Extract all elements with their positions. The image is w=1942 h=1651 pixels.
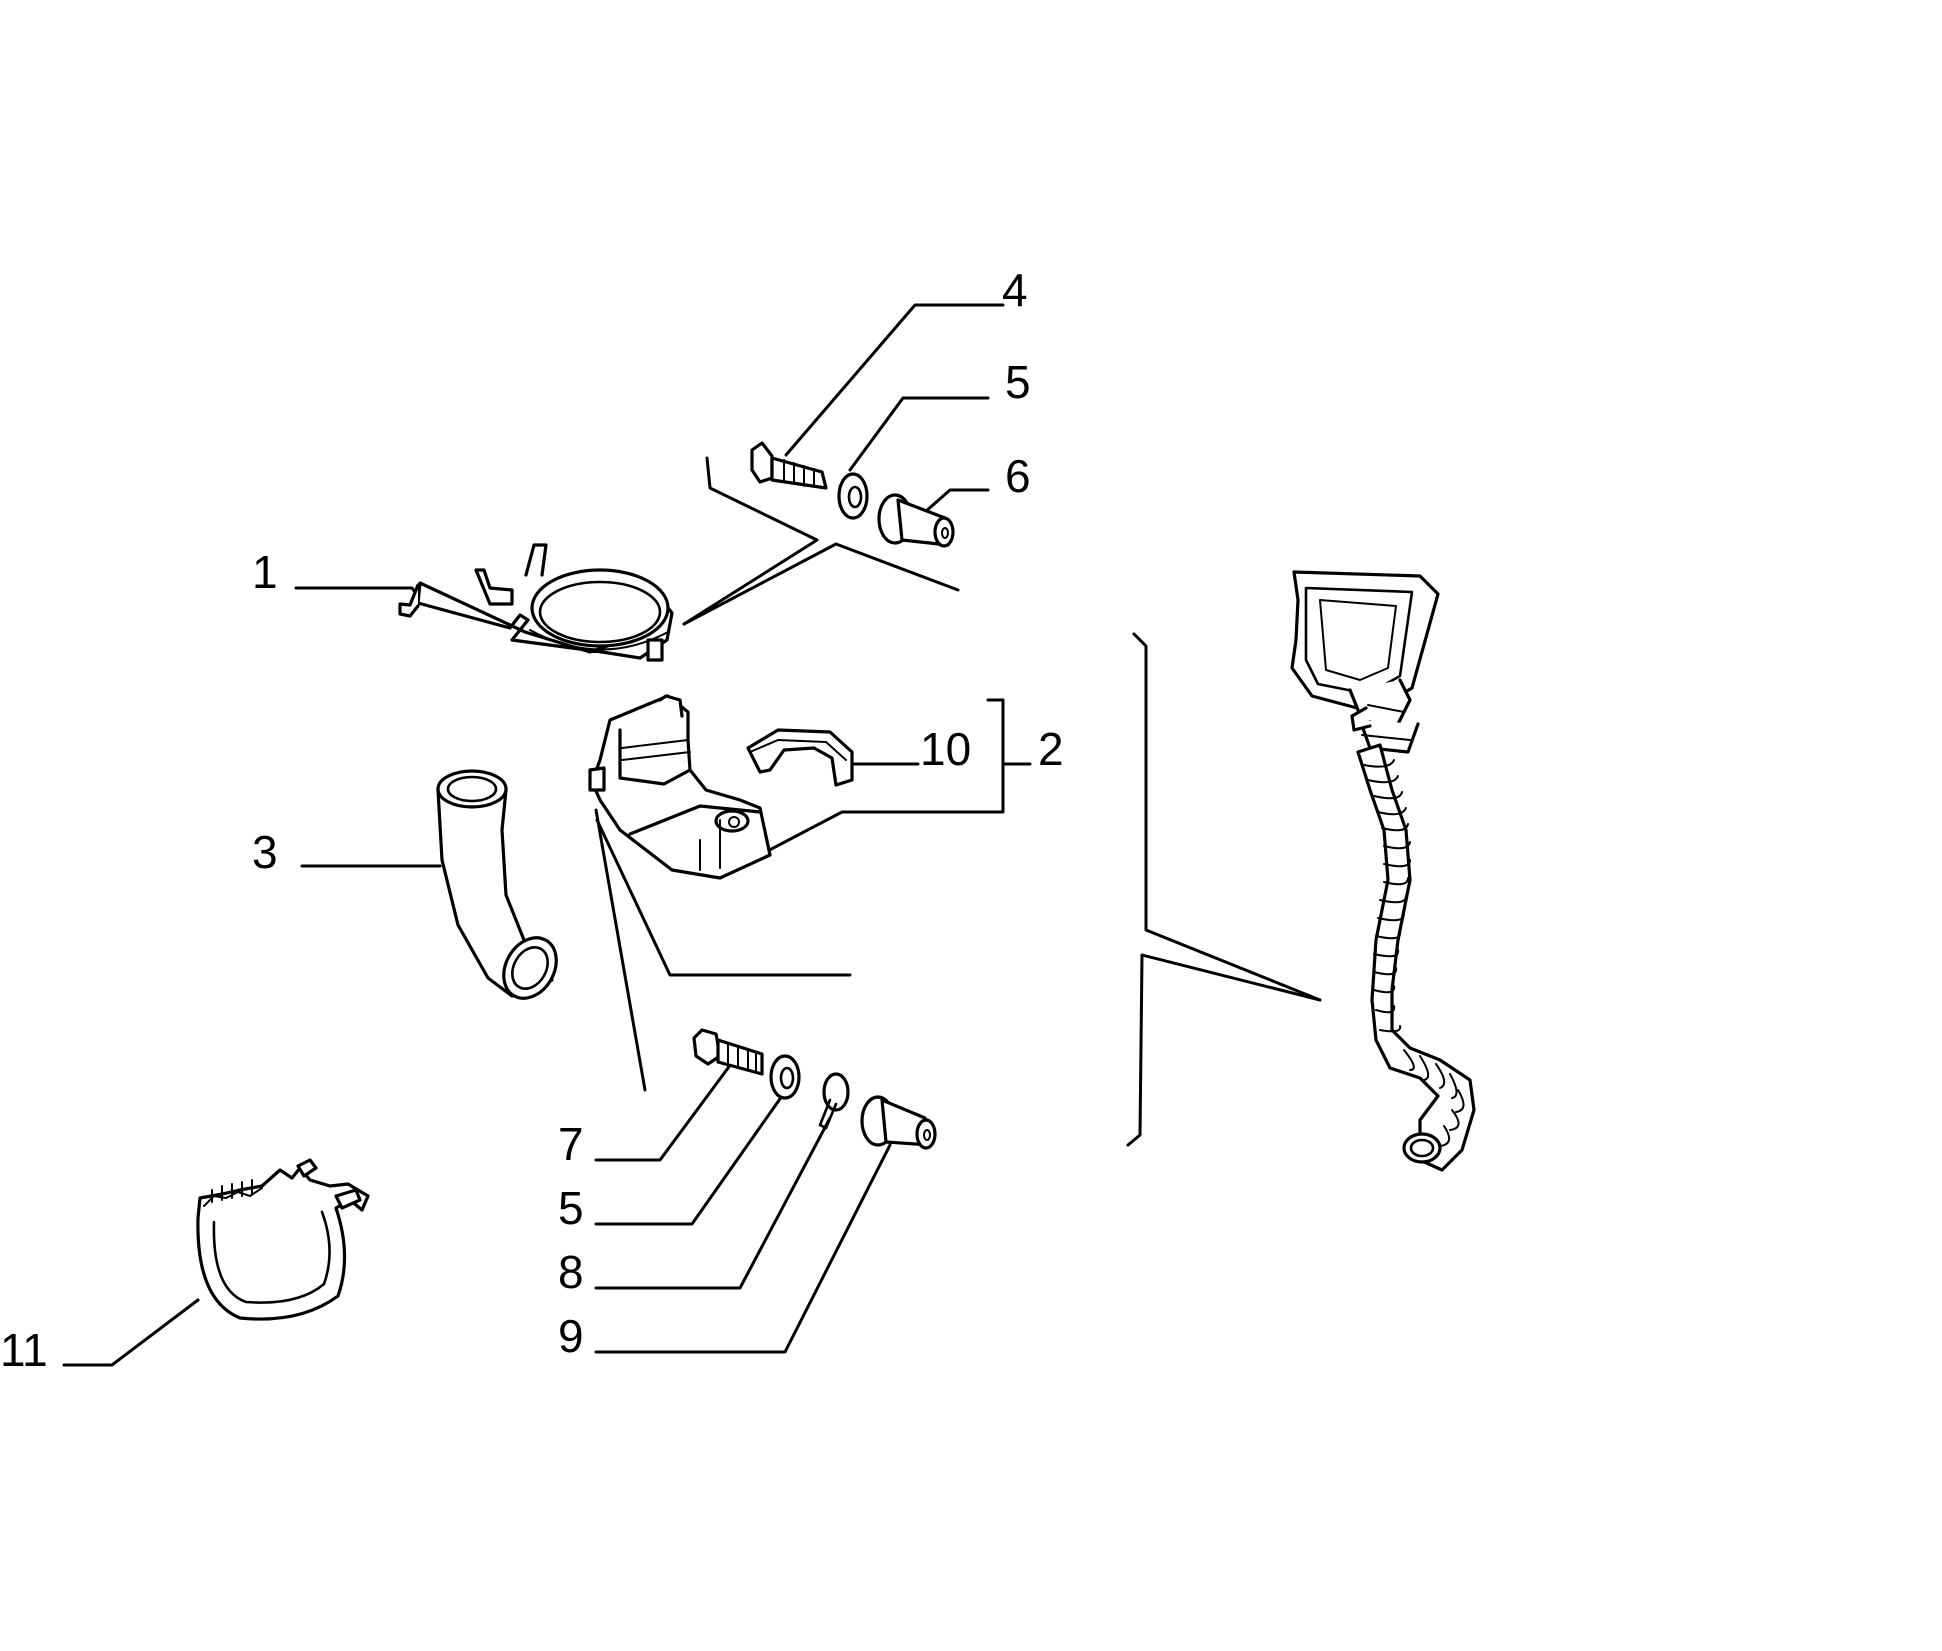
callout-2: 2 <box>1038 723 1064 775</box>
callout-5-top: 5 <box>1005 356 1031 408</box>
part-10-u-bracket <box>746 728 854 787</box>
callout-6: 6 <box>1005 450 1031 502</box>
callout-7: 7 <box>558 1118 584 1170</box>
part-1-pipe-clamp <box>398 543 674 662</box>
callout-5-bottom: 5 <box>558 1182 584 1234</box>
part-4-bolt <box>750 441 828 490</box>
part-11-hose-clamp <box>196 1158 370 1321</box>
part-5-washer-top <box>837 472 869 520</box>
part-3-elbow-hose <box>436 769 558 1000</box>
part-8-ring <box>818 1072 850 1130</box>
callout-1: 1 <box>252 546 278 598</box>
filler-neck-hose-assembly <box>1290 570 1476 1172</box>
part-2-bracket <box>588 694 772 880</box>
callout-10: 10 <box>920 723 971 775</box>
callout-9: 9 <box>558 1310 584 1362</box>
callout-4: 4 <box>1002 264 1028 316</box>
part-5-washer-bottom <box>769 1054 801 1100</box>
part-7-bolt <box>692 1028 764 1076</box>
part-6-sleeve-top <box>877 493 955 548</box>
leader-lines <box>62 303 1322 1367</box>
part-9-sleeve-bottom <box>860 1095 937 1150</box>
callout-8: 8 <box>558 1246 584 1298</box>
callout-11: 11 <box>0 1324 48 1376</box>
callout-3: 3 <box>252 826 278 878</box>
